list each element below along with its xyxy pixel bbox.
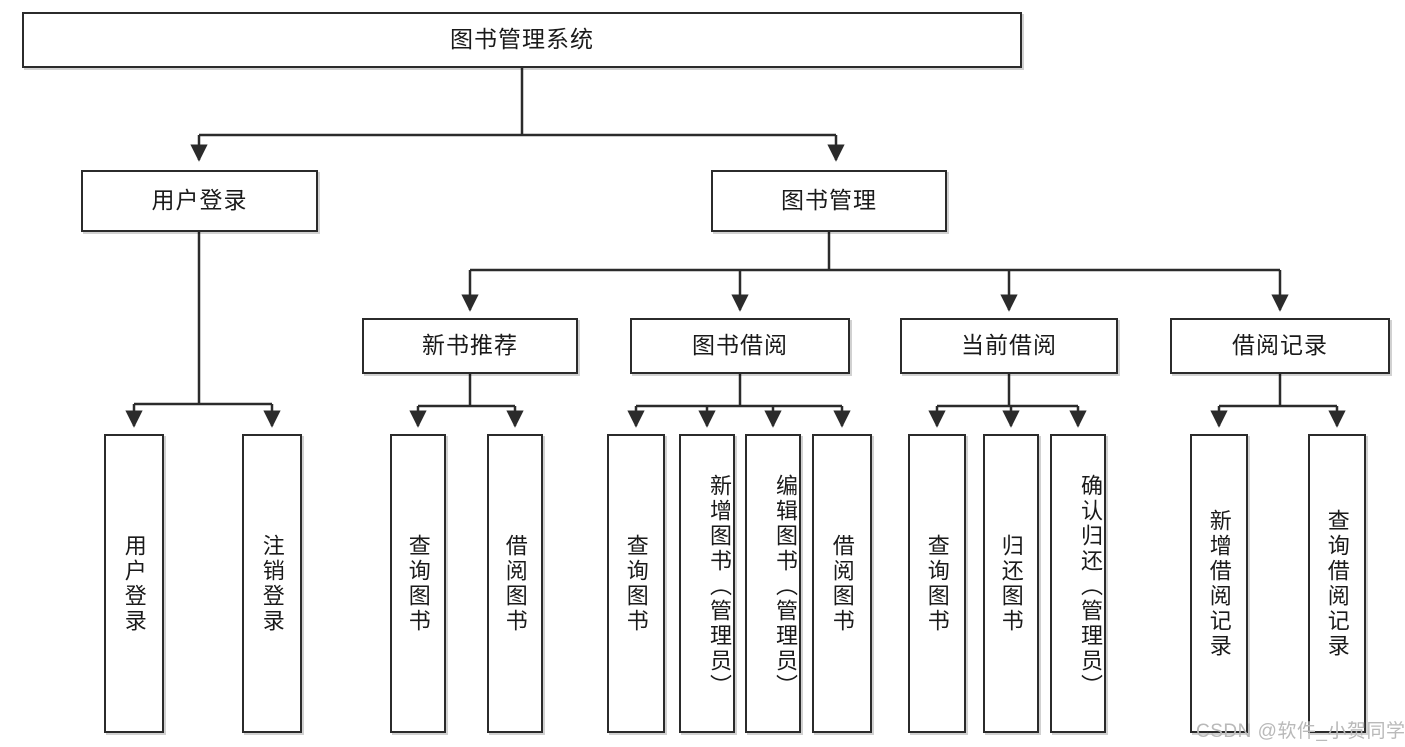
leaf-borrow-book-label: 借阅图书 — [829, 533, 855, 634]
node-borrow-record-label: 借阅记录 — [1232, 332, 1328, 359]
node-current-borrow[interactable]: 当前借阅 — [900, 318, 1118, 374]
leaf-confirm-return-admin[interactable]: 确认归还（管理员） — [1050, 434, 1106, 733]
leaf-edit-book-admin-label: 编辑图书（管理员） — [773, 474, 798, 699]
leaf-add-borrow-record-label: 新增借阅记录 — [1206, 508, 1232, 659]
node-book-borrow-label: 图书借阅 — [692, 332, 788, 359]
node-book-management[interactable]: 图书管理 — [711, 170, 947, 232]
node-user-login[interactable]: 用户登录 — [81, 170, 318, 232]
leaf-query-borrow-record[interactable]: 查询借阅记录 — [1308, 434, 1366, 733]
node-borrow-record[interactable]: 借阅记录 — [1170, 318, 1390, 374]
leaf-edit-book-admin[interactable]: 编辑图书（管理员） — [745, 434, 801, 733]
leaf-confirm-return-admin-label: 确认归还（管理员） — [1078, 474, 1103, 699]
leaf-return-book[interactable]: 归还图书 — [983, 434, 1039, 733]
leaf-query-book-current-label: 查询图书 — [924, 533, 950, 634]
leaf-query-book-recommend-label: 查询图书 — [405, 533, 431, 634]
leaf-query-borrow-record-label: 查询借阅记录 — [1324, 508, 1350, 659]
node-current-borrow-label: 当前借阅 — [961, 332, 1057, 359]
leaf-borrow-book-recommend-label: 借阅图书 — [502, 533, 528, 634]
leaf-return-book-label: 归还图书 — [998, 533, 1024, 634]
csdn-watermark: CSDN @软件_小贺同学 — [1196, 721, 1405, 742]
leaf-query-book-current[interactable]: 查询图书 — [908, 434, 966, 733]
node-new-book-recommend[interactable]: 新书推荐 — [362, 318, 578, 374]
node-root[interactable]: 图书管理系统 — [22, 12, 1022, 68]
leaf-borrow-book-recommend[interactable]: 借阅图书 — [487, 434, 543, 733]
node-root-label: 图书管理系统 — [450, 26, 594, 53]
leaf-add-book-admin[interactable]: 新增图书（管理员） — [679, 434, 735, 733]
node-book-borrow[interactable]: 图书借阅 — [630, 318, 850, 374]
leaf-logout[interactable]: 注销登录 — [242, 434, 302, 733]
leaf-user-login-label: 用户登录 — [121, 533, 147, 634]
leaf-user-login[interactable]: 用户登录 — [104, 434, 164, 733]
leaf-logout-label: 注销登录 — [259, 533, 285, 634]
node-user-login-label: 用户登录 — [151, 187, 248, 214]
node-book-management-label: 图书管理 — [781, 187, 877, 214]
leaf-query-book-recommend[interactable]: 查询图书 — [390, 434, 446, 733]
leaf-add-borrow-record[interactable]: 新增借阅记录 — [1190, 434, 1248, 733]
node-new-book-recommend-label: 新书推荐 — [422, 332, 518, 359]
leaf-add-book-admin-label: 新增图书（管理员） — [707, 474, 732, 699]
leaf-borrow-book[interactable]: 借阅图书 — [812, 434, 872, 733]
leaf-query-book-borrow-label: 查询图书 — [623, 533, 649, 634]
leaf-query-book-borrow[interactable]: 查询图书 — [607, 434, 665, 733]
